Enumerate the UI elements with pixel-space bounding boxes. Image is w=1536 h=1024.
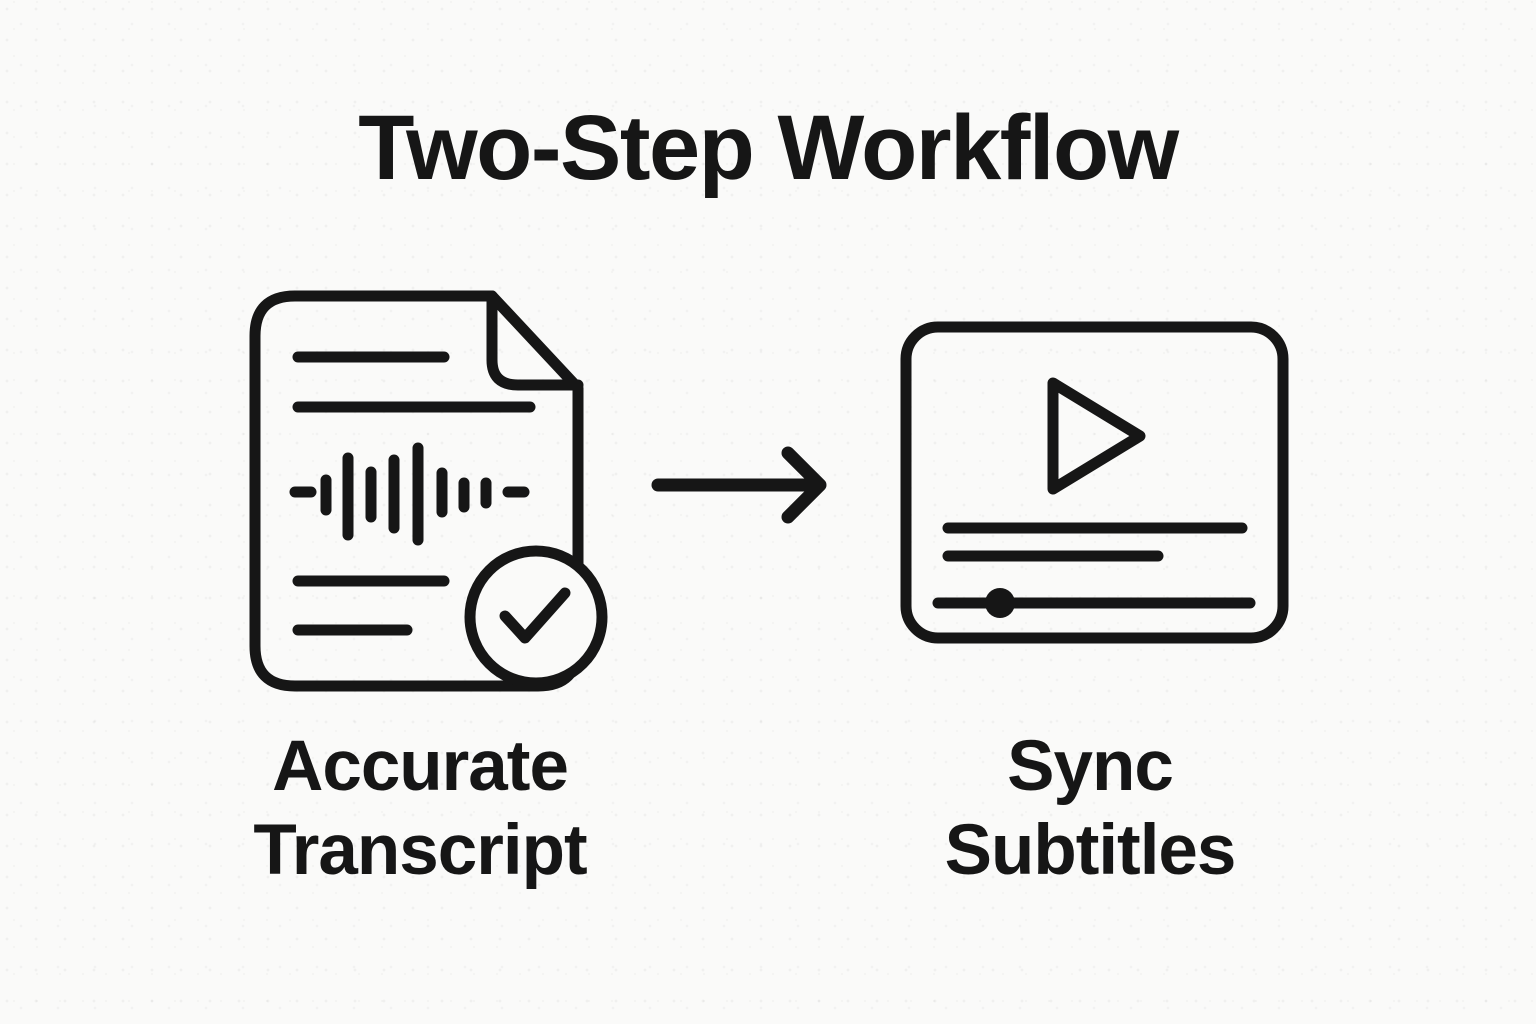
- transcript-document-checked-icon: [248, 290, 613, 692]
- play-triangle-icon: [1047, 377, 1146, 495]
- step-label-line: Accurate: [272, 727, 569, 806]
- right-arrow-icon: [648, 443, 833, 528]
- document-folded-corner: [486, 290, 584, 391]
- audio-waveform-icon: [289, 442, 530, 546]
- progress-dot: [985, 588, 1015, 618]
- check-circle: [464, 545, 608, 689]
- step-label-line: Sync: [1007, 727, 1174, 806]
- video-frame: [900, 321, 1289, 644]
- checkmark-icon: [499, 587, 571, 644]
- step-label-line: Transcript: [253, 811, 587, 890]
- step-label-sync-subtitles: Sync Subtitles: [790, 725, 1390, 893]
- video-player-subtitles-icon: [896, 317, 1291, 647]
- arrow-head: [781, 446, 827, 524]
- step-label-accurate-transcript: Accurate Transcript: [120, 725, 720, 893]
- diagram-title: Two-Step Workflow: [358, 97, 1179, 199]
- step-label-line: Subtitles: [944, 811, 1237, 890]
